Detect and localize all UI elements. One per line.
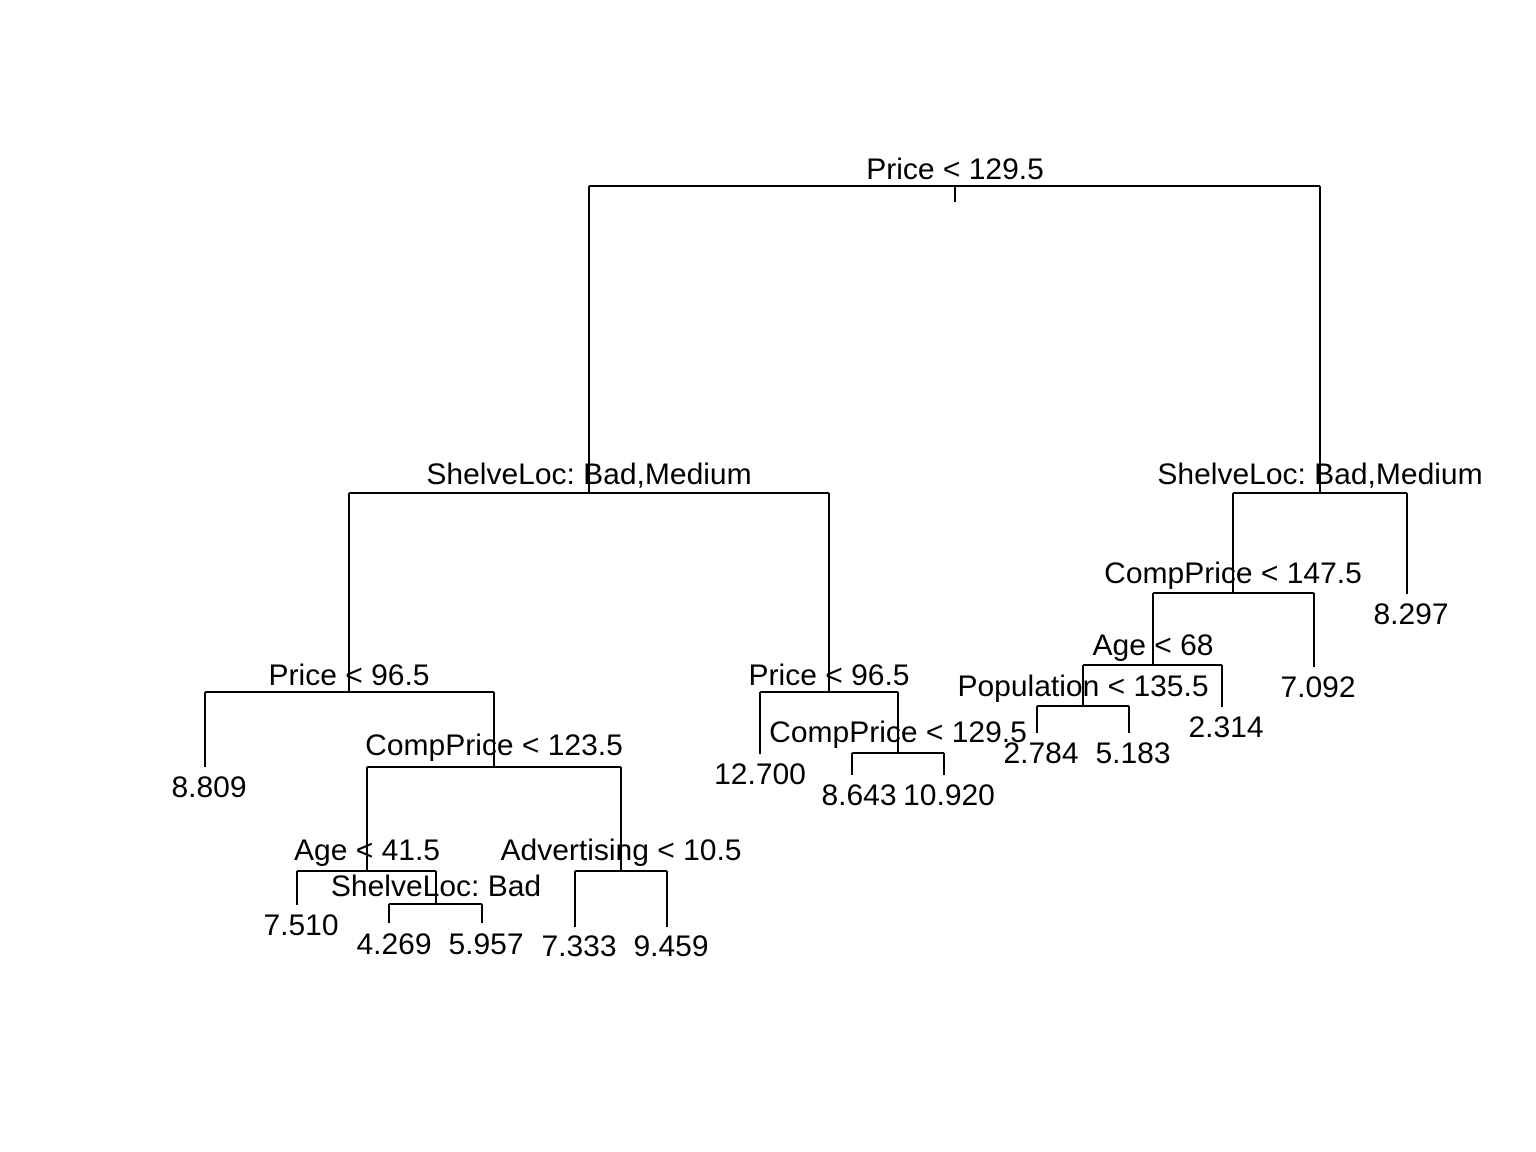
leaf-value: 2.314 <box>1188 711 1263 744</box>
leaf-value: 8.643 <box>821 779 896 812</box>
split-label-l: ShelveLoc: Bad,Medium <box>426 458 751 491</box>
leaf-value: 4.269 <box>356 928 431 961</box>
split-label-llrl: Age < 41.5 <box>294 834 440 867</box>
leaf-value: 5.957 <box>448 928 523 961</box>
split-label-root: Price < 129.5 <box>866 153 1044 186</box>
leaf-value: 9.459 <box>633 930 708 963</box>
leaf-value: 7.092 <box>1280 671 1355 704</box>
split-label-r: ShelveLoc: Bad,Medium <box>1157 458 1482 491</box>
leaf-value: 5.183 <box>1095 737 1170 770</box>
leaf-value: 7.510 <box>263 909 338 942</box>
leaf-value: 8.297 <box>1373 598 1448 631</box>
leaf-value: 8.809 <box>171 771 246 804</box>
split-label-rlll: Population < 135.5 <box>957 670 1208 703</box>
tree-labels: Price < 129.5 ShelveLoc: Bad,Medium Shel… <box>171 153 1482 963</box>
split-label-lrr: CompPrice < 129.5 <box>769 716 1027 749</box>
leaf-value: 10.920 <box>903 779 995 812</box>
tree-branches <box>204 185 1408 927</box>
split-label-ll: Price < 96.5 <box>269 659 430 692</box>
leaf-value: 7.333 <box>541 930 616 963</box>
split-label-lr: Price < 96.5 <box>749 659 910 692</box>
split-label-rll: Age < 68 <box>1093 629 1214 662</box>
leaf-value: 2.784 <box>1003 737 1078 770</box>
split-label-rl: CompPrice < 147.5 <box>1104 557 1362 590</box>
split-label-llr: CompPrice < 123.5 <box>365 729 623 762</box>
split-label-llrlr: ShelveLoc: Bad <box>331 870 541 903</box>
leaf-value: 12.700 <box>714 758 806 791</box>
split-label-llrr: Advertising < 10.5 <box>501 834 742 867</box>
